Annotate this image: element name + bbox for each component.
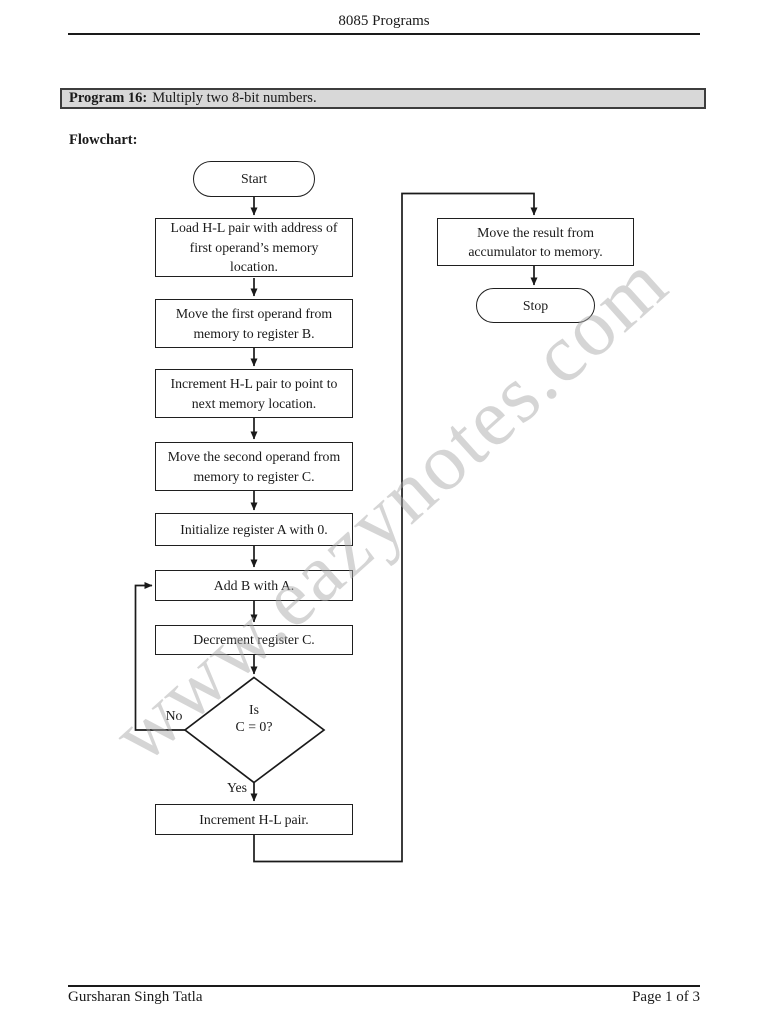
page-footer: Gursharan Singh Tatla Page 1 of 3: [68, 989, 700, 1006]
start-node: Start: [193, 161, 315, 197]
initialize-a-node: Initialize register A with 0.: [155, 513, 353, 546]
move-second-operand-node: Move the second operand from memory to r…: [155, 442, 353, 491]
program-title: Multiply two 8-bit numbers.: [152, 90, 317, 106]
load-hl-node: Load H-L pair with address of first oper…: [155, 218, 353, 277]
decision-line-1: Is: [249, 702, 259, 717]
program-banner: Program 16: Multiply two 8-bit numbers.: [60, 88, 706, 109]
branch-label-no: No: [165, 708, 183, 723]
decrement-c-node: Decrement register C.: [155, 625, 353, 655]
branch-label-yes: Yes: [226, 780, 248, 795]
decision-line-2: C = 0?: [235, 719, 273, 734]
footer-rule: [68, 985, 700, 987]
header-rule: [68, 33, 700, 35]
stop-node: Stop: [476, 288, 595, 323]
no-loop-connector: [134, 582, 185, 731]
program-number-label: Program 16:: [69, 90, 148, 106]
add-b-with-a-node: Add B with A.: [155, 570, 353, 601]
flowchart-section-label: Flowchart:: [69, 132, 138, 148]
move-result-node: Move the result from accumulator to memo…: [437, 218, 634, 266]
move-first-operand-node: Move the first operand from memory to re…: [155, 299, 353, 348]
increment-hl-node: Increment H-L pair to point to next memo…: [155, 369, 353, 418]
increment-hl-final-node: Increment H-L pair.: [155, 804, 353, 835]
footer-author: Gursharan Singh Tatla: [68, 989, 203, 1005]
page-header-title: 8085 Programs: [338, 13, 430, 29]
decision-diamond-shape: [183, 676, 326, 784]
footer-page-number: Page 1 of 3: [632, 989, 700, 1005]
exit-to-result-connector: [253, 192, 538, 863]
decision-node-text: Is C = 0?: [200, 701, 308, 735]
